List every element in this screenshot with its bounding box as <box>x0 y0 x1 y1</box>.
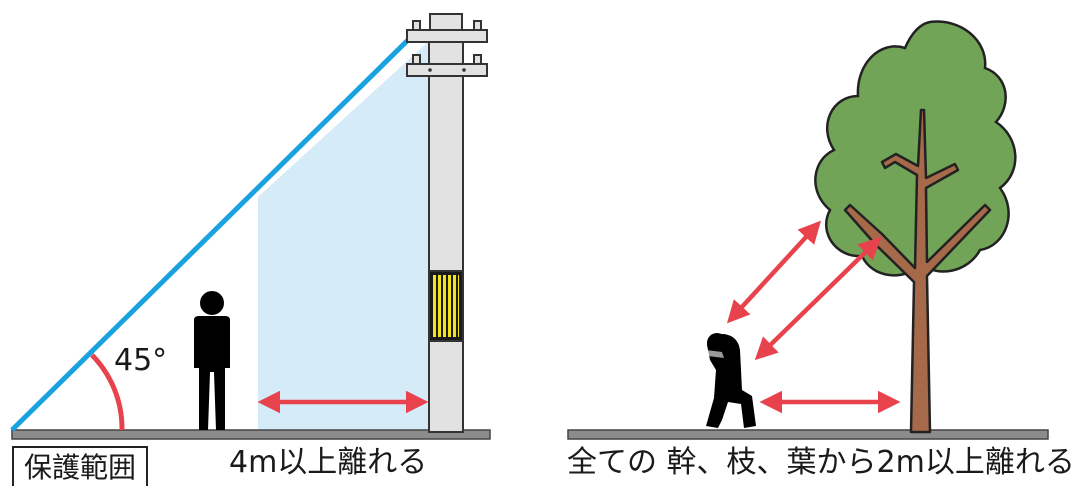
tree-icon <box>814 20 1017 434</box>
tree-trunk <box>843 108 992 434</box>
standing-person-icon <box>194 291 230 430</box>
angle-label: 45° <box>114 343 167 378</box>
protection-range-label: 保護範囲 <box>12 446 149 486</box>
crouching-person-icon <box>706 333 756 428</box>
protection-zone <box>258 40 430 432</box>
left-caption: 4m以上離れる <box>229 445 428 480</box>
distance-arrow-branch <box>754 236 882 361</box>
angle-arc <box>90 353 125 431</box>
protection-angle-line <box>10 36 412 432</box>
tree-foliage <box>814 20 1017 277</box>
ground-left <box>11 429 491 440</box>
right-caption: 全ての 幹、枝、葉から2m以上離れる <box>567 445 1075 480</box>
ground-right <box>567 429 1049 440</box>
distance-arrow-canopy-upper <box>726 220 822 324</box>
utility-pole-icon <box>406 13 488 433</box>
